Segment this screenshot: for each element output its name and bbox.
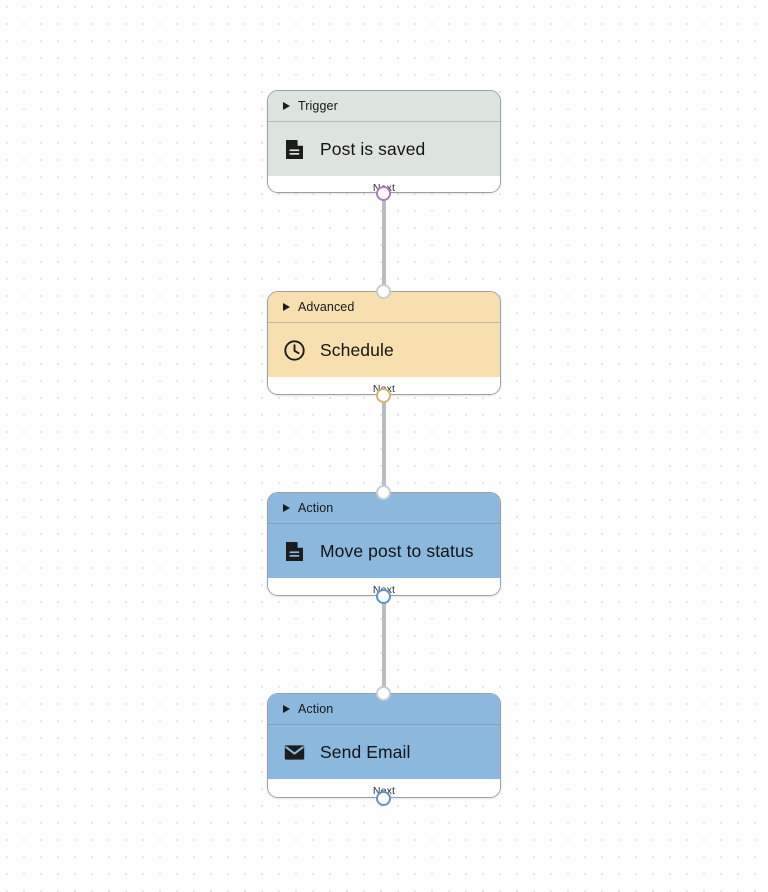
workflow-node-advanced[interactable]: Advanced Schedule Next: [267, 291, 501, 395]
input-port-action-move[interactable]: [376, 485, 391, 500]
workflow-node-trigger[interactable]: Trigger Post is saved Next: [267, 90, 501, 193]
document-icon: [284, 139, 305, 160]
output-port-advanced[interactable]: [376, 388, 391, 403]
node-type-label: Action: [298, 702, 334, 716]
chevron-right-icon[interactable]: [283, 705, 290, 713]
input-port-action-email[interactable]: [376, 686, 391, 701]
input-port-advanced[interactable]: [376, 284, 391, 299]
node-type-label: Action: [298, 501, 334, 515]
connector-line-trigger-to-advanced: [382, 193, 386, 291]
node-body-action-email[interactable]: Send Email: [268, 725, 500, 779]
workflow-node-action-email[interactable]: Action Send Email Next: [267, 693, 501, 798]
workflow-node-action-move[interactable]: Action Move post to status Next: [267, 492, 501, 596]
node-title-label: Post is saved: [320, 138, 426, 159]
connector-line-action-move-to-action-email: [382, 596, 386, 693]
node-header-action-email[interactable]: Action: [268, 694, 500, 725]
node-type-label: Trigger: [298, 99, 338, 113]
clock-icon: [284, 339, 305, 361]
node-body-advanced[interactable]: Schedule: [268, 323, 500, 377]
node-title-label: Move post to status: [320, 540, 474, 561]
connector-line-advanced-to-action-move: [382, 395, 386, 492]
node-title-label: Schedule: [320, 339, 394, 360]
node-type-label: Advanced: [298, 300, 355, 314]
node-title-label: Send Email: [320, 741, 411, 762]
chevron-right-icon[interactable]: [283, 303, 290, 311]
node-header-trigger[interactable]: Trigger: [268, 91, 500, 122]
chevron-right-icon[interactable]: [283, 504, 290, 512]
node-body-action-move[interactable]: Move post to status: [268, 524, 500, 578]
envelope-icon: [284, 742, 305, 763]
output-port-trigger[interactable]: [376, 186, 391, 201]
node-body-trigger[interactable]: Post is saved: [268, 122, 500, 176]
output-port-action-move[interactable]: [376, 589, 391, 604]
chevron-right-icon[interactable]: [283, 102, 290, 110]
output-port-action-email[interactable]: [376, 791, 391, 806]
document-icon: [284, 541, 305, 562]
